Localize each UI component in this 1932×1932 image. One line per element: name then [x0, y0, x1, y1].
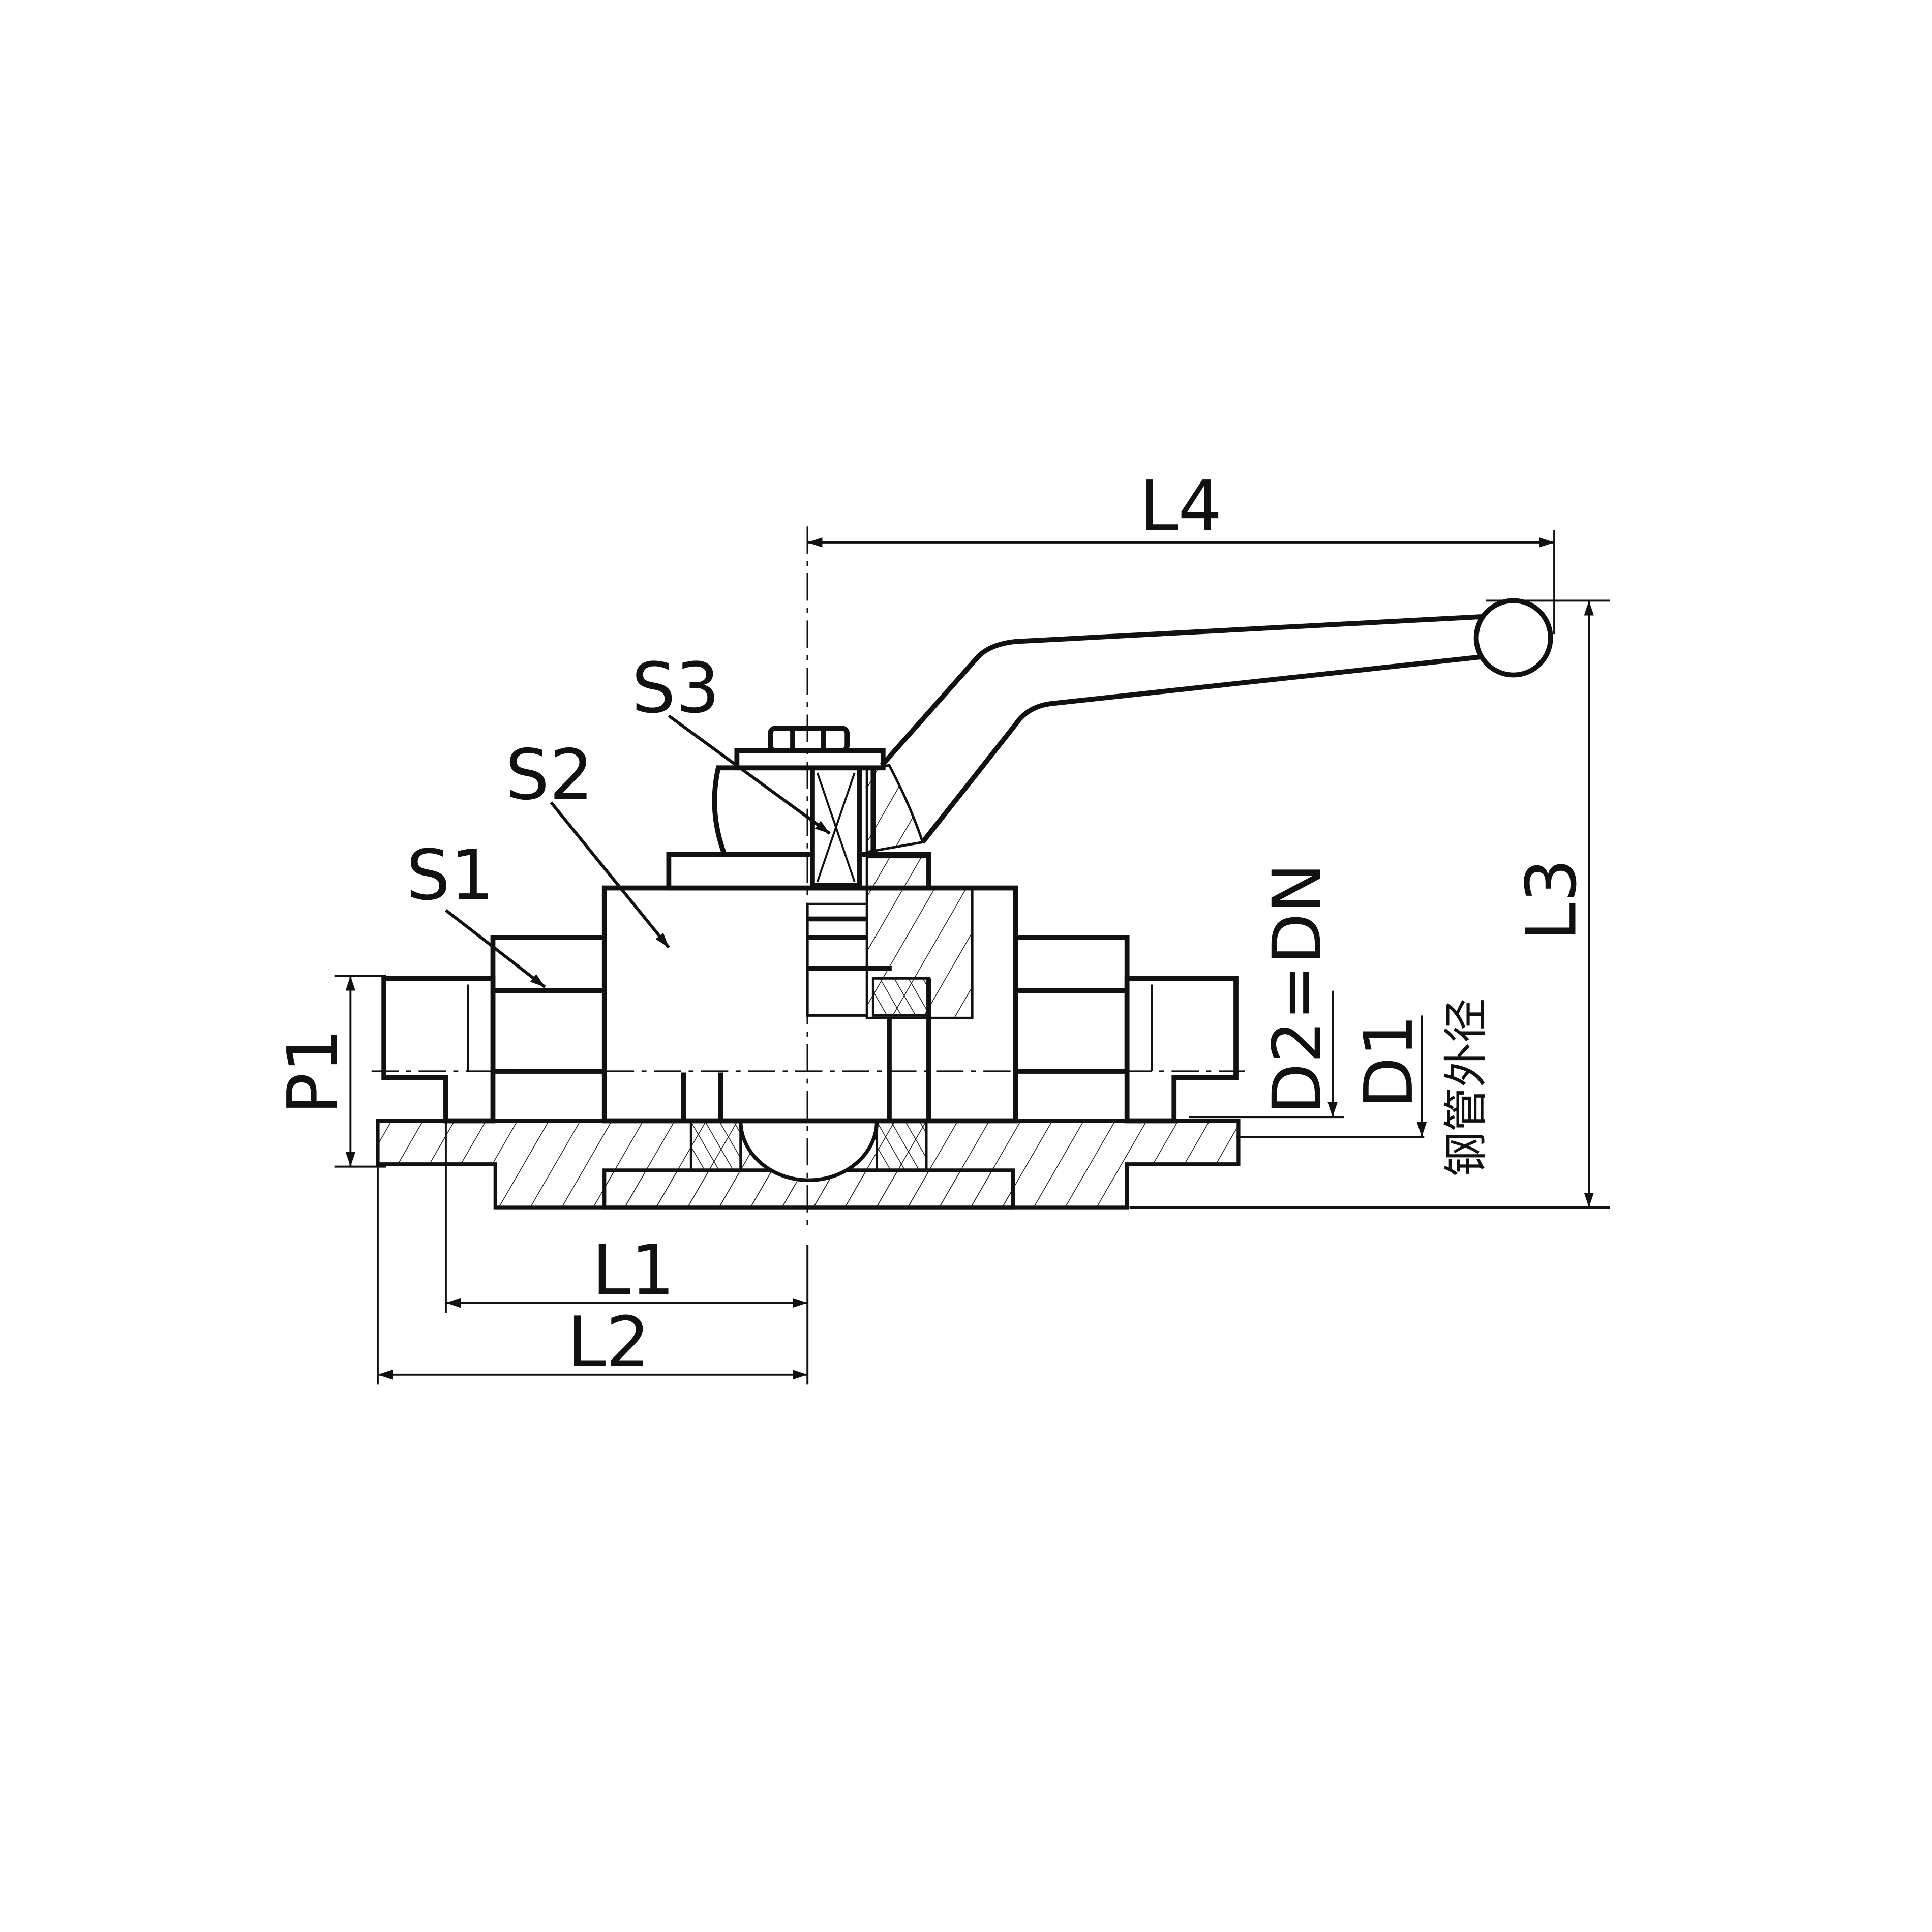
seat-left	[689, 1120, 742, 1172]
handle-hub-hatched	[865, 764, 924, 854]
right-thread-end	[1124, 976, 1239, 1124]
stem-seal	[871, 977, 930, 1017]
stem-nut	[768, 726, 850, 753]
left-thread-end	[381, 976, 496, 1124]
labels: S1 S2 S3 L4 L1 L2 P1 L3 D2=DN D1 钢管外径	[273, 466, 1592, 1383]
seat-right	[876, 1120, 928, 1172]
label-pipe-od: 钢管外径	[1440, 998, 1492, 1176]
left-hex-nut	[490, 935, 607, 1074]
ball-section	[739, 1119, 879, 1183]
stem-and-handle	[666, 526, 1553, 1226]
label-l3: L3	[1511, 858, 1592, 941]
label-s1: S1	[406, 835, 494, 916]
label-l2: L2	[567, 1302, 650, 1383]
label-d2-dn: D2=DN	[1259, 863, 1337, 1115]
handle-lever	[880, 614, 1489, 844]
label-d1: D1	[1350, 1014, 1428, 1108]
right-hex-nut	[1013, 935, 1130, 1074]
label-l1: L1	[592, 1230, 675, 1311]
leader-s2	[550, 801, 670, 949]
label-p1: P1	[273, 1029, 354, 1114]
leader-s3	[668, 714, 831, 835]
handle-knob	[1473, 598, 1553, 678]
dimensions	[334, 530, 1610, 1385]
gland-flange-hatched	[865, 856, 930, 889]
label-s3: S3	[631, 648, 719, 729]
leader-s1	[445, 909, 546, 988]
label-s2: S2	[505, 735, 593, 816]
washer	[734, 748, 886, 771]
valve-body	[371, 885, 1245, 1210]
label-l4: L4	[1139, 466, 1222, 547]
